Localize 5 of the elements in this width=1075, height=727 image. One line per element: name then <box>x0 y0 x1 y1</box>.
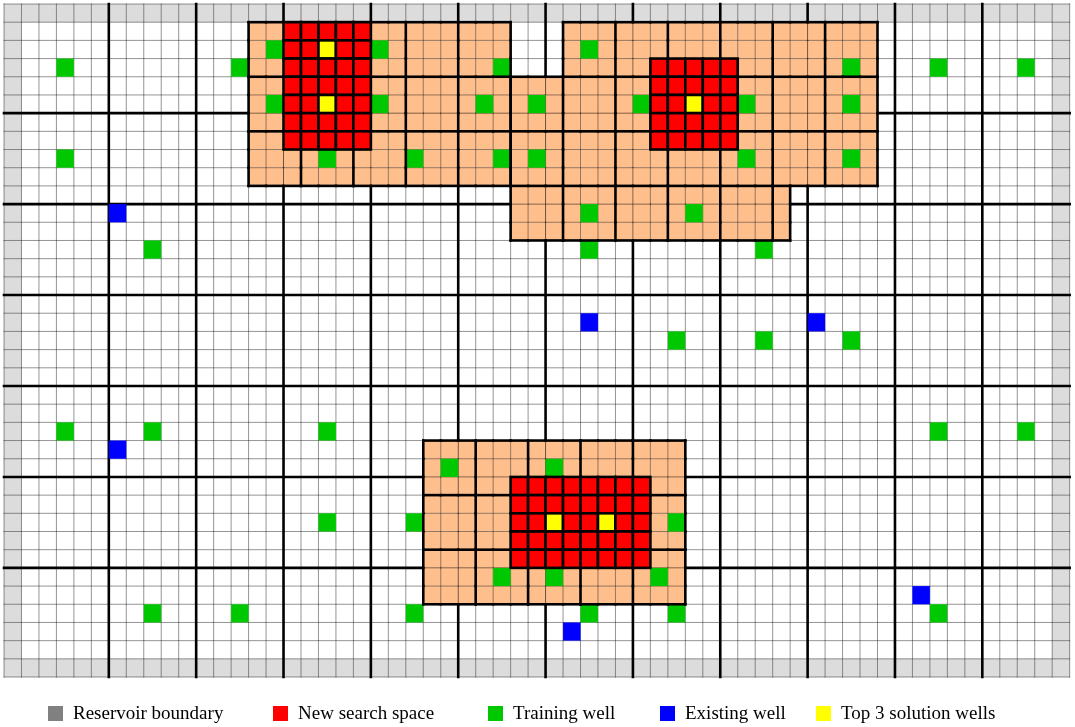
legend-label: Training well <box>513 702 616 724</box>
legend-label: Top 3 solution wells <box>841 702 996 724</box>
legend-label: Existing well <box>685 702 786 724</box>
legend-label: New search space <box>298 702 435 724</box>
legend-label: Reservoir boundary <box>73 702 224 724</box>
